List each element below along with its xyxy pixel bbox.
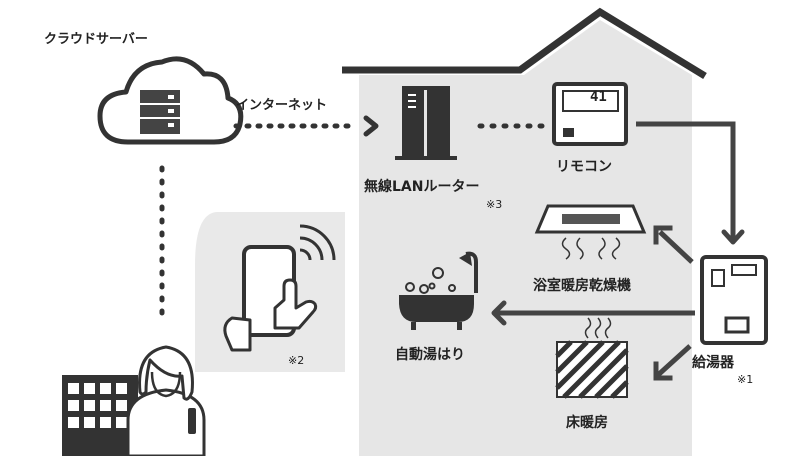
wireless-router-icon bbox=[395, 86, 457, 160]
person-icon bbox=[126, 345, 206, 458]
house-background bbox=[359, 20, 692, 456]
heater-floor-arrow-icon bbox=[653, 361, 673, 381]
water-heater-label: 給湯器 bbox=[692, 355, 734, 371]
floor-heating-label: 床暖房 bbox=[566, 415, 608, 431]
cloud-server-label: クラウドサーバー bbox=[44, 32, 148, 47]
floor-heating-icon bbox=[555, 317, 629, 399]
heater-dryer-line bbox=[658, 230, 694, 264]
remote-label: リモコン bbox=[556, 159, 612, 175]
heater-floor-line bbox=[656, 344, 692, 377]
water-heater-note: ※1 bbox=[737, 373, 754, 386]
cloud-server-icon bbox=[97, 56, 244, 145]
router-label: 無線LANルーター bbox=[364, 179, 480, 195]
internet-arrow-icon bbox=[363, 115, 379, 137]
remote-heater-arrow-icon bbox=[721, 229, 745, 245]
house-roof bbox=[342, 7, 707, 79]
bathroom-dryer-icon bbox=[534, 204, 647, 260]
auto-bath-label: 自動湯はり bbox=[395, 347, 465, 363]
bathtub-icon bbox=[399, 251, 478, 330]
water-heater-icon bbox=[700, 255, 768, 345]
smartphone-icon bbox=[223, 224, 336, 352]
remote-control-icon bbox=[552, 82, 628, 146]
remote-heater-connector bbox=[636, 121, 736, 240]
smartphone-note: ※2 bbox=[288, 354, 305, 367]
router-note: ※3 bbox=[486, 198, 503, 211]
internet-label: インターネット bbox=[236, 98, 328, 113]
heater-dryer-arrow-icon bbox=[653, 225, 673, 245]
building-icon bbox=[62, 375, 138, 456]
heater-bath-arrow-icon bbox=[491, 300, 507, 326]
bathroom-dryer-label: 浴室暖房乾燥機 bbox=[533, 278, 631, 294]
remote-display-value: 41 bbox=[590, 89, 607, 105]
